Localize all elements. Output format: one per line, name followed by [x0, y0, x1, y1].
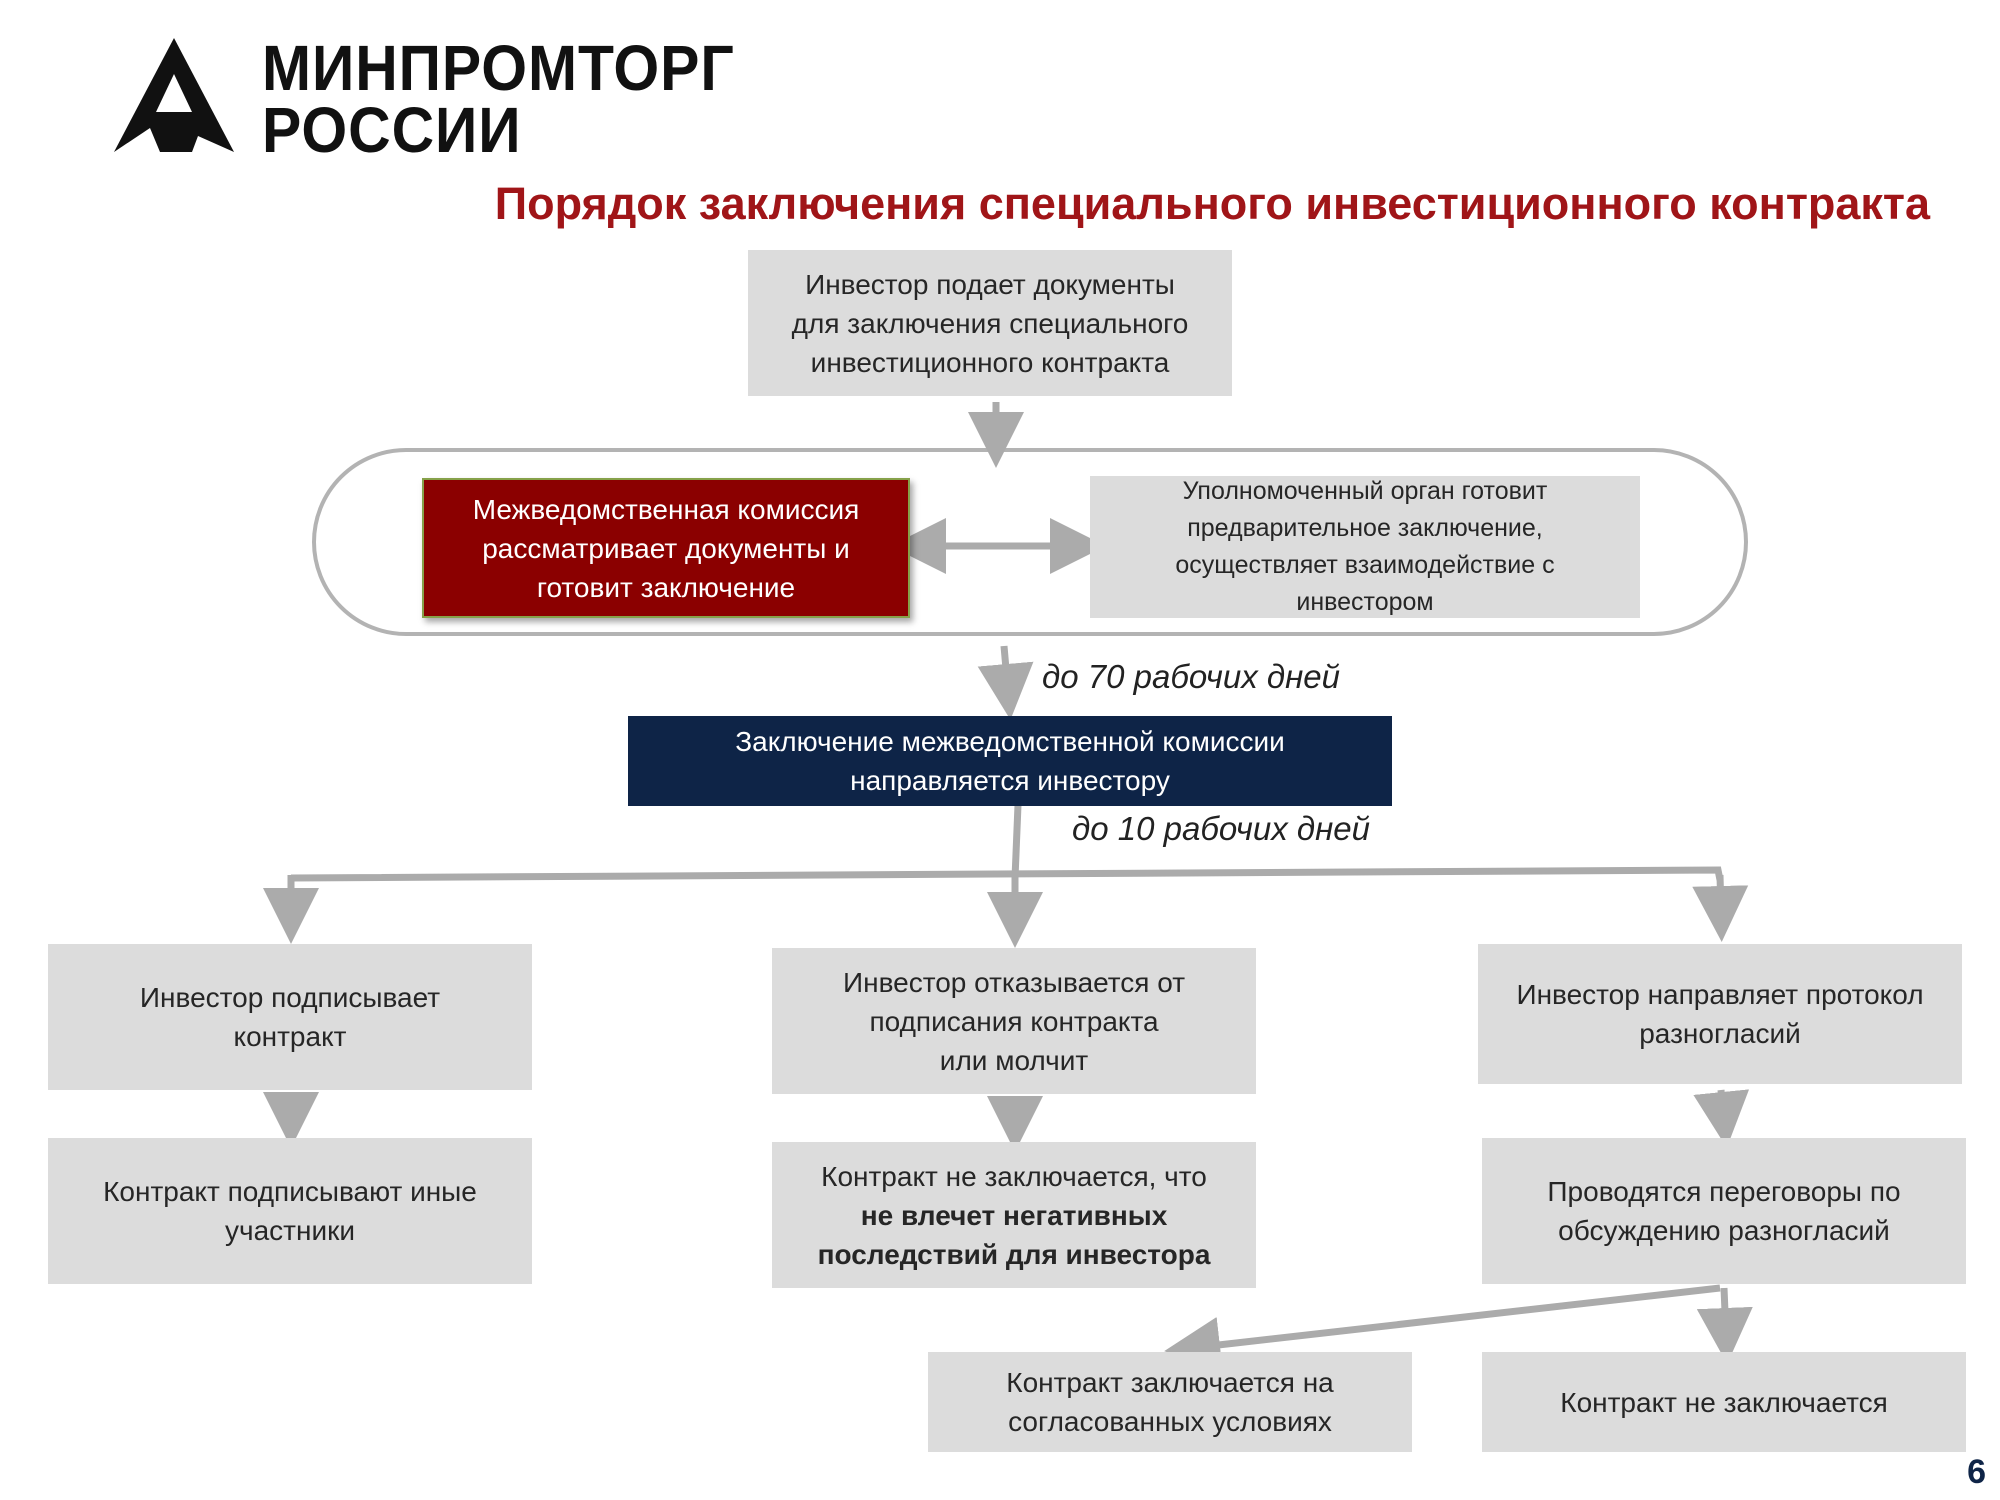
- box-text-line: участники: [225, 1215, 355, 1246]
- deadline-10-days: до 10 рабочих дней: [1072, 810, 1370, 847]
- box-text-line: обсуждению разногласий: [1558, 1215, 1890, 1246]
- investor-refuses-box: Инвестор отказывается от подписания конт…: [772, 948, 1256, 1094]
- box-text-line: Инвестор отказывается от: [842, 966, 1186, 998]
- arrow-negotiations-to-not-concluded: [1696, 1287, 1753, 1364]
- box-text-line: Контракт подписывают иные: [103, 1176, 477, 1207]
- box-text-line: осуществляет взаимодействие с: [1175, 551, 1555, 579]
- box-text-bold-line: не влечет негативных: [860, 1199, 1168, 1231]
- investor-signs-box: Инвестор подписывает контракт: [48, 944, 532, 1090]
- line-conclusion-down: [1011, 804, 1022, 879]
- box-text-line: для заключения специального: [791, 307, 1189, 339]
- box-text-line: согласованных условиях: [1008, 1406, 1332, 1437]
- arrow-protocol-to-negotiations: [1693, 1089, 1750, 1148]
- box-text-line: Контракт не заключается: [1560, 1386, 1888, 1418]
- deadline-70-days: до 70 рабочих дней: [1042, 658, 1340, 695]
- no-consequences-box: Контракт не заключается, что не влечет н…: [772, 1142, 1256, 1288]
- commission-box: Межведомственная комиссия рассматривает …: [422, 478, 910, 618]
- box-text-line: инвестиционного контракта: [810, 346, 1170, 378]
- box-text-line: рассматривает документы и: [482, 532, 850, 564]
- box-text-line: инвестором: [1296, 588, 1434, 616]
- not-concluded-box: Контракт не заключается: [1482, 1352, 1966, 1452]
- box-text-line: готовит заключение: [536, 571, 796, 603]
- box-text-line: направляется инвестору: [850, 765, 1170, 796]
- arrow-to-protocol: [1692, 874, 1749, 942]
- investor-submits-box: Инвестор подает документы для заключения…: [748, 250, 1232, 396]
- box-text-line: Контракт не заключается, что: [821, 1160, 1207, 1192]
- box-text-line: Заключение межведомственной комиссии: [735, 726, 1285, 757]
- negotiations-box: Проводятся переговоры по обсуждению разн…: [1482, 1138, 1966, 1284]
- box-text-line: подписания контракта: [869, 1005, 1159, 1037]
- authorized-body-box: Уполномоченный орган готовит предварител…: [1090, 476, 1640, 618]
- box-text-line: Уполномоченный орган готовит: [1182, 477, 1548, 505]
- line-branch-horizontal: [290, 866, 1724, 882]
- page-number: 6: [1967, 1453, 1986, 1491]
- arrow-negotiations-to-agreed: [1164, 1284, 1721, 1373]
- box-text-line: Межведомственная комиссия: [472, 493, 860, 525]
- agreed-terms-box: Контракт заключается на согласованных ус…: [928, 1352, 1412, 1452]
- page-title: Порядок заключения специального инвестиц…: [494, 178, 1930, 229]
- box-text-line: Инвестор подписывает: [139, 982, 441, 1013]
- box-text-line: или молчит: [939, 1044, 1089, 1076]
- box-text-bold-line: последствий для инвестора: [817, 1238, 1211, 1270]
- box-text-line: Инвестор направляет протокол: [1516, 979, 1924, 1010]
- ministry-logo-icon: [114, 38, 234, 152]
- box-text-line: Контракт заключается на: [1006, 1367, 1334, 1398]
- arrow-review-to-conclusion: [977, 645, 1034, 720]
- box-text-line: разногласий: [1639, 1018, 1801, 1049]
- box-text-line: предварительное заключение,: [1187, 514, 1543, 542]
- others-sign-box: Контракт подписывают иные участники: [48, 1138, 532, 1284]
- conclusion-sent-box: Заключение межведомственной комиссии нап…: [628, 716, 1392, 806]
- investor-protocol-box: Инвестор направляет протокол разногласий: [1478, 944, 1962, 1084]
- box-text-line: Проводятся переговоры по: [1547, 1176, 1901, 1207]
- logo-text-line1: МИНПРОМТОРГ: [262, 32, 735, 104]
- box-text-line: контракт: [233, 1021, 347, 1052]
- logo-text-line2: РОССИИ: [262, 94, 522, 166]
- box-text-line: Инвестор подает документы: [805, 268, 1175, 300]
